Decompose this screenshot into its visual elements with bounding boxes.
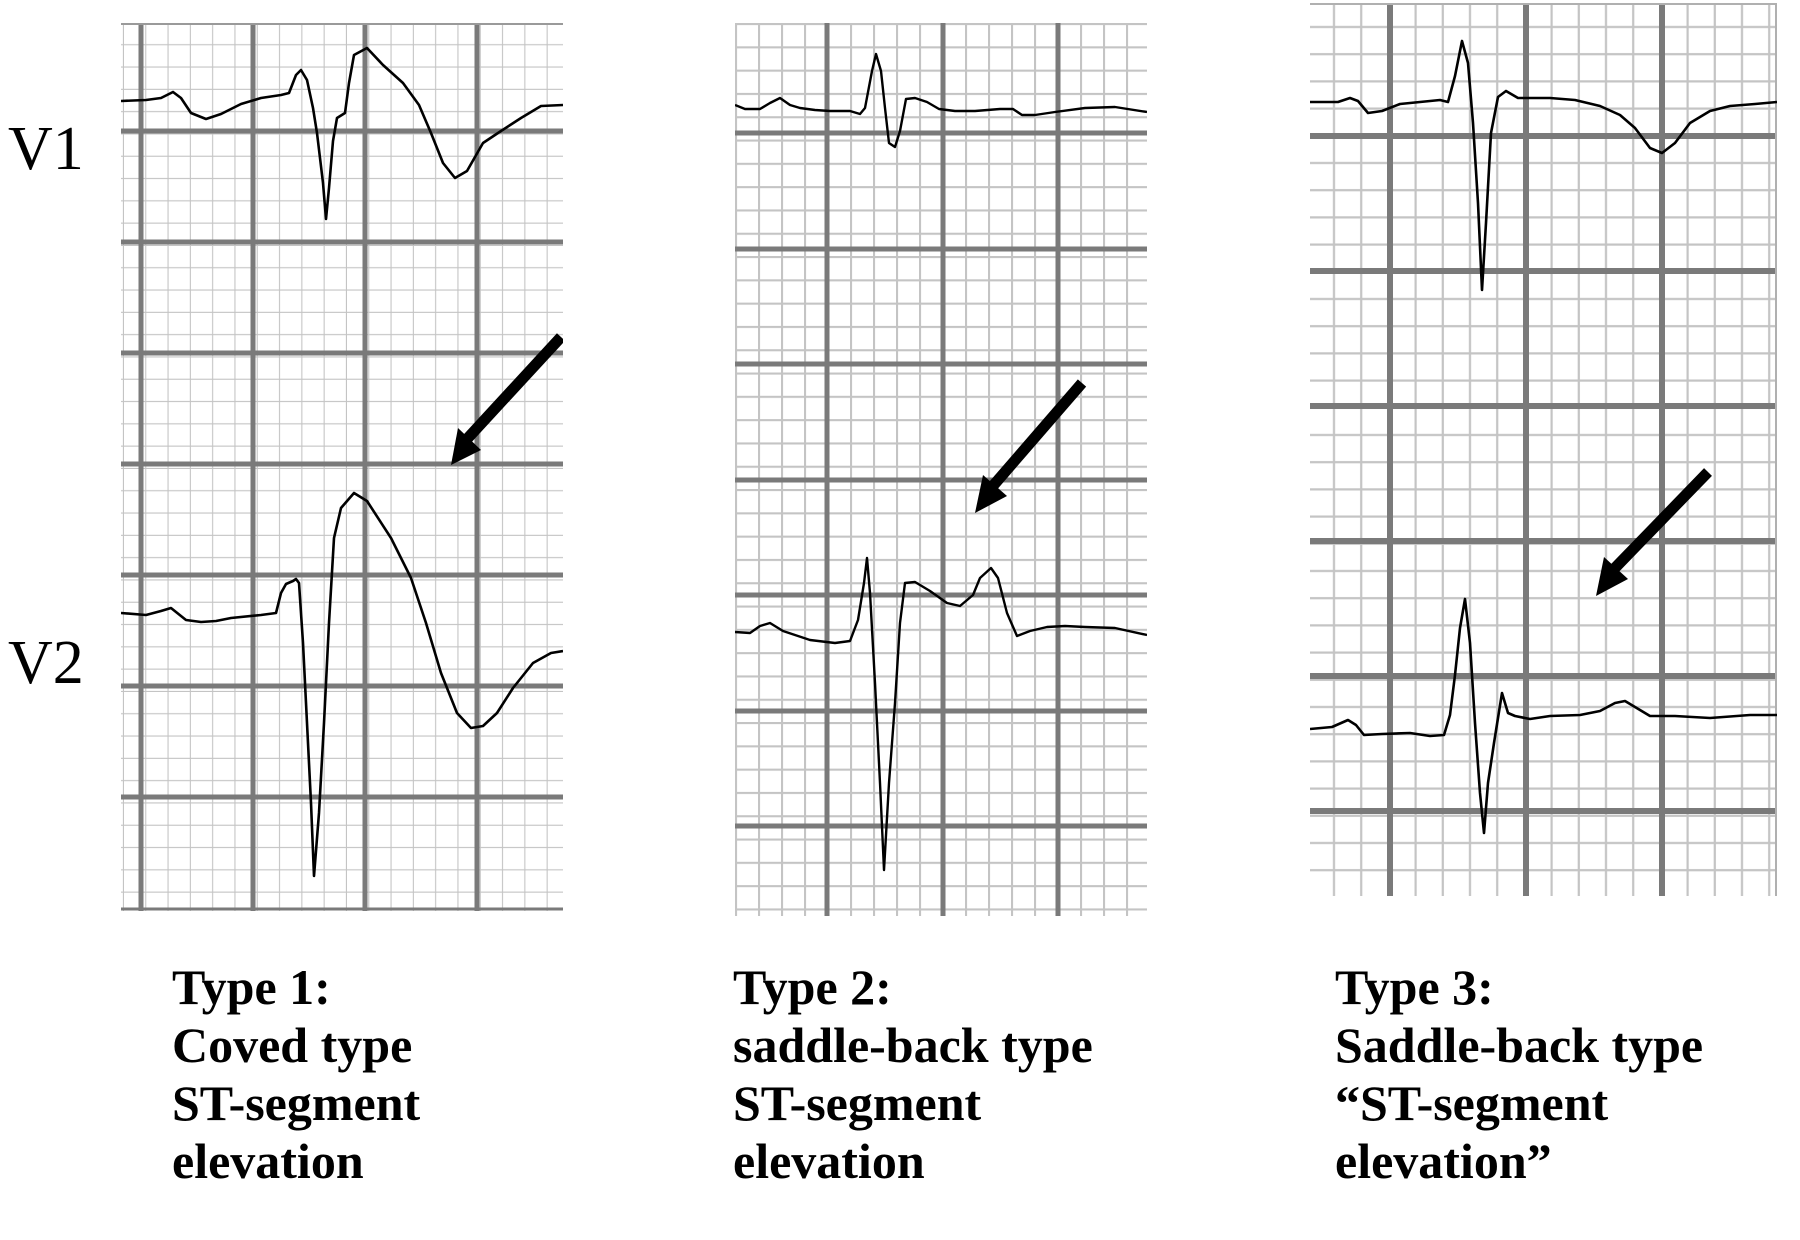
caption-type3-title: Type 3: [1335, 959, 1494, 1015]
ecg-trace-v2-type2 [735, 556, 1147, 872]
ecg-grid-type2 [735, 23, 1147, 916]
caption-type1-line3: ST-segment [172, 1075, 421, 1131]
caption-type2: Type 2: saddle-back type ST-segment elev… [733, 958, 1093, 1190]
caption-type3-line2: Saddle-back type [1335, 1017, 1704, 1073]
ecg-trace-v1-type3 [1310, 39, 1777, 292]
caption-type3-line4: elevation” [1335, 1133, 1552, 1189]
ecg-panel-type1 [121, 23, 563, 911]
caption-type2-line3: ST-segment [733, 1075, 982, 1131]
ecg-grid-type1 [121, 23, 563, 911]
caption-type1-line2: Coved type [172, 1017, 413, 1073]
arrow-icon-type3 [1596, 468, 1712, 596]
caption-type2-title: Type 2: [733, 959, 892, 1015]
ecg-trace-v2-type1 [121, 491, 563, 878]
caption-type1: Type 1: Coved type ST-segment elevation [172, 958, 420, 1190]
caption-type1-line4: elevation [172, 1133, 364, 1189]
ecg-panel-type3 [1310, 3, 1777, 896]
lead-label-v2: V2 [8, 629, 84, 697]
ecg-trace-v1-type1 [121, 46, 563, 221]
ecg-panel-type2 [735, 23, 1147, 916]
caption-type3: Type 3: Saddle-back type “ST-segment ele… [1335, 958, 1703, 1190]
caption-type1-title: Type 1: [172, 959, 331, 1015]
lead-label-v1: V1 [8, 115, 84, 183]
caption-type3-line3: “ST-segment [1335, 1075, 1609, 1131]
ecg-trace-v1-type2 [735, 52, 1147, 149]
caption-type2-line4: elevation [733, 1133, 925, 1189]
ecg-trace-v2-type3 [1310, 597, 1777, 835]
arrow-icon-type2 [975, 379, 1087, 513]
ecg-grid-type3 [1310, 3, 1777, 896]
caption-type2-line2: saddle-back type [733, 1017, 1093, 1073]
arrow-icon-type1 [451, 333, 563, 465]
